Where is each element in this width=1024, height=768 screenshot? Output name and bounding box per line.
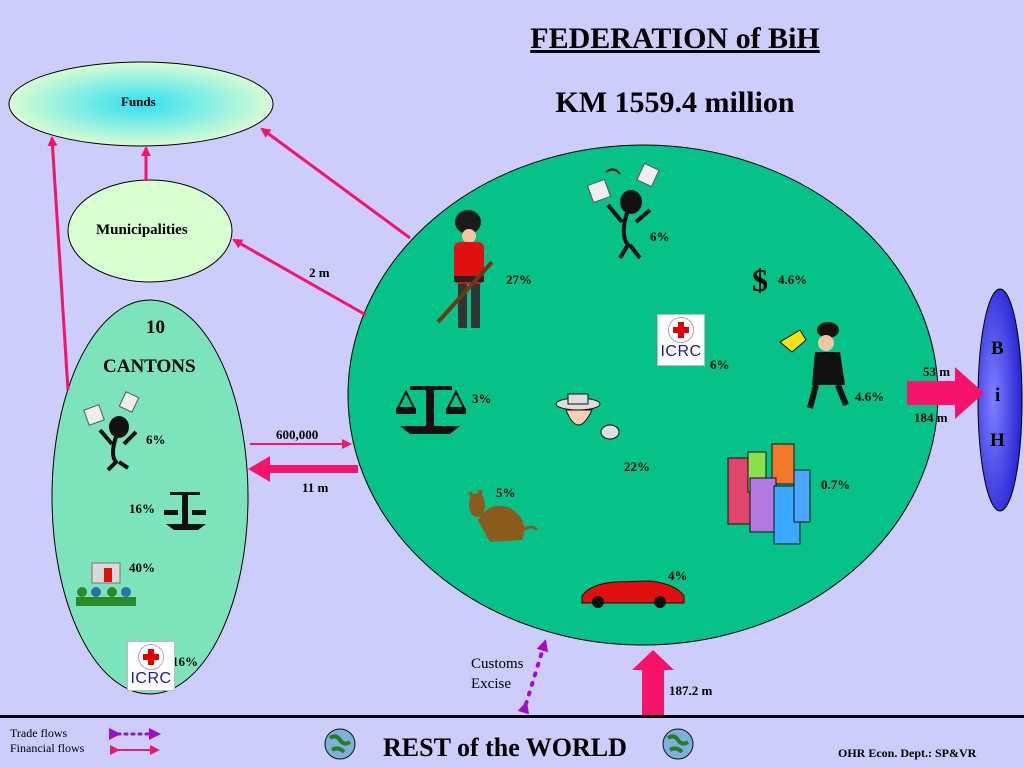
bih-ellipse bbox=[977, 288, 1023, 512]
page-subtitle: KM 1559.4 million bbox=[555, 86, 795, 119]
footer-credit: OHR Econ. Dept.: SP&VR bbox=[838, 746, 977, 760]
page-title: FEDERATION of BiH bbox=[530, 22, 820, 55]
city-pct: 0.7% bbox=[821, 477, 851, 492]
legend-financial-label: Financial flows bbox=[10, 741, 85, 755]
arrow-federation-to-municipalities bbox=[232, 238, 367, 317]
policeman-icon bbox=[779, 322, 849, 409]
flow-to-bih-top-label: 53 m bbox=[923, 364, 951, 379]
red-cross-icon bbox=[668, 317, 694, 343]
red-cross-icon bbox=[138, 644, 164, 670]
arrow-customs-excise bbox=[517, 639, 549, 715]
cantons-ellipse bbox=[51, 299, 249, 695]
bih-letter-b: B bbox=[991, 338, 1004, 359]
cantons-education-pct: 40% bbox=[129, 560, 155, 575]
rest-of-world-label: REST of the WORLD bbox=[383, 733, 627, 762]
guard-soldier-icon bbox=[436, 210, 494, 328]
cantons-count: 10 bbox=[146, 317, 165, 338]
arrow-federation-to-bih bbox=[907, 367, 984, 419]
classroom-teacher-icon bbox=[76, 562, 136, 606]
arrow-cantons-from-federation bbox=[248, 456, 358, 482]
bottom-divider bbox=[0, 715, 1024, 718]
farmer-pct: 22% bbox=[624, 459, 650, 474]
municipalities-ellipse bbox=[67, 179, 233, 283]
flow-to-cantons-label: 600,000 bbox=[276, 427, 319, 442]
beggar-pct: 6% bbox=[650, 229, 670, 244]
police-pct: 4.6% bbox=[855, 389, 885, 404]
dollar-pct: 4.6% bbox=[778, 272, 808, 287]
cantons-icrc-pct: 16% bbox=[172, 654, 198, 669]
car-pct: 4% bbox=[668, 568, 688, 583]
globe-icon bbox=[662, 728, 694, 760]
donkey-icon bbox=[468, 490, 538, 542]
city-buildings-icon bbox=[727, 443, 811, 545]
icrc-logo: ICRC bbox=[127, 641, 175, 691]
cantons-label: CANTONS bbox=[103, 356, 196, 377]
arrow-world-to-federation bbox=[632, 650, 674, 716]
cantons-justice-pct: 16% bbox=[129, 501, 155, 516]
excise-label: Excise bbox=[471, 676, 511, 692]
beggar-icon bbox=[83, 391, 140, 472]
scales-of-justice-icon bbox=[164, 492, 206, 530]
beggar-icon bbox=[586, 162, 660, 260]
donkey-pct: 5% bbox=[496, 485, 516, 500]
icrc-logo: ICRC bbox=[657, 314, 705, 366]
arrow-federation-to-funds bbox=[260, 127, 411, 240]
scales-of-justice-icon bbox=[396, 386, 466, 434]
legend-trade-label: Trade flows bbox=[10, 726, 68, 740]
red-sports-car-icon bbox=[581, 580, 685, 608]
flow-from-cantons-label: 11 m bbox=[302, 480, 329, 495]
funds-label: Funds bbox=[121, 94, 156, 109]
farmer-icon bbox=[555, 393, 620, 440]
icrc-pct: 6% bbox=[710, 357, 730, 372]
municipalities-label: Municipalities bbox=[96, 222, 188, 238]
flow-to-bih-bottom-label: 184 m bbox=[914, 410, 948, 425]
cantons-beggar-pct: 6% bbox=[146, 432, 166, 447]
flow-from-world-label: 187.2 m bbox=[669, 683, 713, 698]
customs-label: Customs bbox=[471, 656, 524, 672]
bih-letter-h: H bbox=[990, 430, 1005, 451]
justice-pct: 3% bbox=[472, 391, 492, 406]
bih-letter-i: i bbox=[995, 385, 1001, 406]
flow-to-municipalities-label: 2 m bbox=[309, 265, 330, 280]
dollar-icon: $ bbox=[752, 262, 768, 298]
guard-pct: 27% bbox=[506, 272, 532, 287]
federation-circle bbox=[347, 144, 939, 646]
globe-icon bbox=[324, 728, 356, 760]
arrow-cantons-to-funds bbox=[47, 136, 70, 391]
